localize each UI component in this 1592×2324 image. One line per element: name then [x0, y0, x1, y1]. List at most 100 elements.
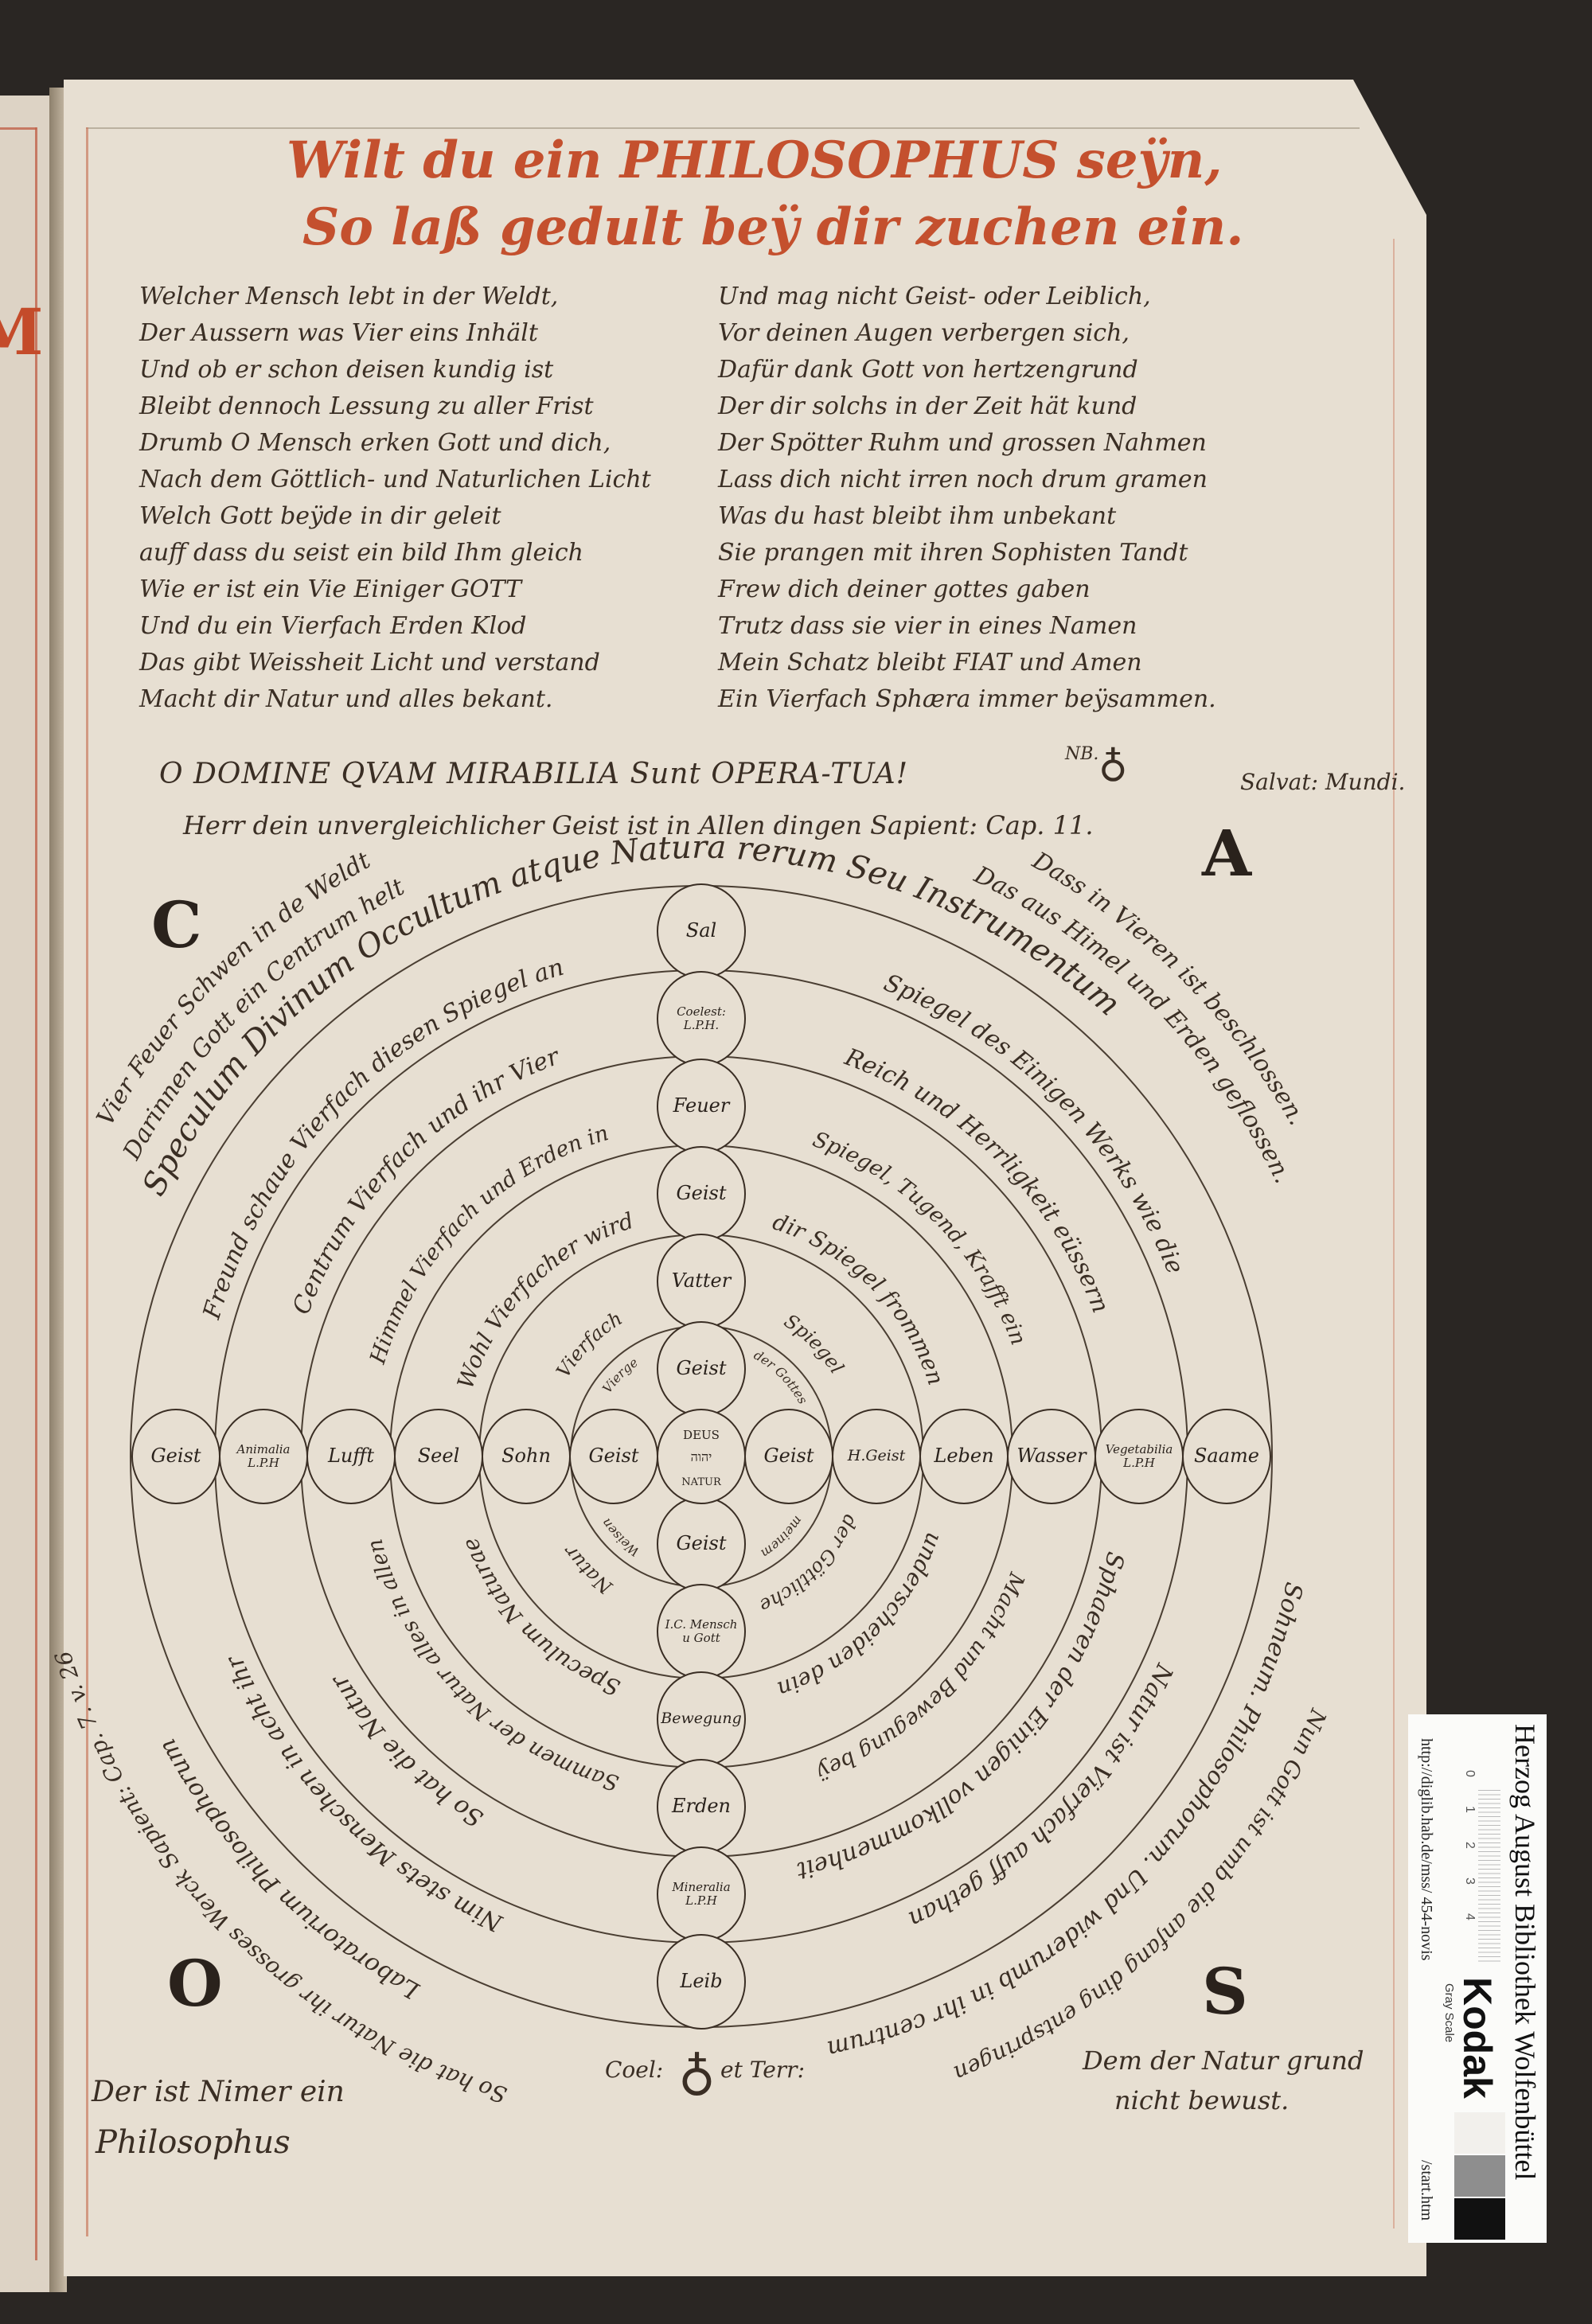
earth-symbol-icon: ♁	[678, 2042, 716, 2102]
node-label: Vatter	[671, 1269, 732, 1293]
ring-inscription-text: der Göttliche	[756, 1511, 862, 1617]
ring-inscription-text: Weisen	[598, 1515, 642, 1559]
footer-center-terr: et Terr:	[720, 2057, 805, 2083]
poem-line: Vor deinen Augen verbergen sich,	[718, 319, 1130, 347]
poem-line: Nach dem Göttlich- und Naturlichen Licht	[139, 466, 651, 493]
node-circle	[657, 1409, 746, 1504]
sphere-node: Seel	[394, 1409, 483, 1504]
ring-inscription-text: Spiegel des Einigen Werks wie die	[880, 969, 1188, 1277]
node-label: Leben	[934, 1445, 994, 1468]
motto-german: Herr dein unvergleichlicher Geist ist in…	[183, 810, 1094, 840]
poem-line: Bleibt dennoch Lessung zu aller Frist	[139, 392, 594, 420]
ring-inscription: Sphaeren der Einigen vollkommenheit	[793, 1549, 1129, 1885]
ring-inscription: Weisen	[598, 1515, 642, 1559]
footer-center-coel: Coel:	[605, 2057, 663, 2083]
sphere-node: Saame	[1182, 1409, 1271, 1504]
poem-line: Was du hast bleibt ihm unbekant	[718, 502, 1117, 530]
poem-line: Der Spötter Ruhm und grossen Nahmen	[718, 429, 1207, 457]
ring-inscription: der Gottes	[751, 1347, 811, 1407]
ring-inscription: dir Spiegel frommen	[770, 1208, 950, 1388]
margin-rule-top	[86, 127, 1360, 129]
node-label: Bewegung	[661, 1710, 742, 1728]
previous-page-edge: M	[0, 96, 51, 2292]
node-label: Saame	[1193, 1445, 1260, 1468]
alchemical-symbol-icon: ♁	[1098, 744, 1128, 790]
footer-left-line-1: Der ist Nimer ein	[91, 2076, 345, 2108]
node-label: Geist	[676, 1532, 727, 1555]
poem-line: Drumb O Mensch erken Gott und dich,	[139, 429, 611, 457]
margin-rule-left	[86, 127, 88, 2236]
gray-patch-mid	[1454, 2155, 1505, 2197]
node-label: Geist	[676, 1182, 727, 1205]
poem-line: Sie prangen mit ihren Sophisten Tandt	[718, 539, 1188, 567]
center-label-bottom: NATUR	[681, 1476, 722, 1488]
sphere-node: Sohn	[482, 1409, 571, 1504]
title-line-1: Wilt du ein PHILOSOPHUS seÿn,	[287, 131, 1223, 190]
center-label-middle: יהוה	[691, 1449, 712, 1464]
sphere-node: Vegetabilia L.P.H	[1094, 1409, 1184, 1504]
shelfmark-url: http://diglib.hab.de/mss/ 454-novis	[1418, 1738, 1435, 1961]
footer-right-line-2: nicht bewust.	[1114, 2085, 1289, 2115]
sphere-node: Feuer	[657, 1059, 746, 1154]
sphere-node: Bewegung	[657, 1671, 746, 1767]
sphere-node: Wasser	[1007, 1409, 1096, 1504]
page-title: Wilt du ein PHILOSOPHUS seÿn, So laß ged…	[287, 127, 1321, 261]
sphere-node: Sal	[657, 883, 746, 979]
scale-number: 0	[1463, 1770, 1477, 1777]
gray-patch-white	[1454, 2112, 1505, 2154]
kodak-logo: Kodak	[1455, 1977, 1500, 2099]
poem-line: Der dir solchs in der Zeit hät kund	[718, 392, 1137, 420]
sphere-node: Lufft	[306, 1409, 396, 1504]
node-label: Wasser	[1016, 1445, 1087, 1468]
node-label: H.Geist	[847, 1447, 906, 1465]
poem-line: Welcher Mensch lebt in der Weldt,	[139, 283, 559, 310]
ring-inscription-text: Spiegel	[780, 1310, 849, 1378]
poem-line: Der Aussern was Vier eins Inhält	[139, 319, 538, 347]
node-label: Leib	[680, 1970, 723, 1993]
ring-inscription: meinem	[758, 1513, 806, 1561]
salvator-mundi-note: Salvat: Mundi.	[1240, 769, 1406, 795]
node-label: Erden	[671, 1795, 731, 1818]
corner-letter-o: O	[167, 1946, 223, 2021]
node-label: Lufft	[327, 1445, 375, 1468]
sphere-node: Geist	[131, 1409, 220, 1504]
scale-number: 4	[1463, 1913, 1477, 1920]
margin-rule	[35, 127, 37, 2260]
ring-inscription: Natur	[558, 1541, 617, 1600]
poem-line: Mein Schatz bleibt FIAT und Amen	[718, 649, 1142, 677]
ring-inscription-text: der Gottes	[751, 1347, 811, 1407]
gray-scale-label: Gray Scale	[1442, 1983, 1456, 2043]
poem-line: Wie er ist ein Vie Einiger GOTT	[139, 575, 522, 603]
footer-left-line-2: Philosophus	[95, 2124, 291, 2161]
ring-inscription: der Göttliche	[756, 1511, 862, 1617]
sphere-node: Geist	[657, 1496, 746, 1592]
motto-latin: O DOMINE QVAM MIRABILIA Sunt OPERA-TUA!	[159, 758, 909, 790]
poem-line: Und ob er schon deisen kundig ist	[139, 356, 554, 384]
node-label: Mineralia L.P.H	[672, 1879, 731, 1908]
color-reference-strip: Herzog August Bibliothek Wolfenbüttel 01…	[1408, 1714, 1547, 2243]
node-label: I.C. Mensch u Gott	[665, 1616, 738, 1645]
poem-line: Ein Vierfach Sphæra immer beÿsammen.	[718, 685, 1216, 713]
scale-ruler	[1478, 1790, 1500, 1965]
sphere-node: Coelest: L.P.H.	[657, 971, 746, 1066]
ring-inscription-text: Vierge	[599, 1355, 641, 1396]
poem-right-column: Und mag nicht Geist- oder Leiblich,Vor d…	[718, 279, 1216, 718]
sphere-node: Geist	[569, 1409, 658, 1504]
node-label: Geist	[763, 1445, 814, 1468]
node-label: Vegetabilia L.P.H	[1105, 1441, 1173, 1470]
margin-rule	[0, 127, 37, 130]
sphere-node: Leben	[919, 1409, 1009, 1504]
sphere-node: Geist	[657, 1321, 746, 1417]
poem-line: Frew dich deiner gottes gaben	[718, 575, 1091, 603]
ring-inscription: Vierge	[599, 1355, 641, 1396]
ring-inscription-text: Speculum Naturae	[457, 1534, 624, 1702]
sphere-node: Geist	[657, 1146, 746, 1242]
node-label: Feuer	[673, 1094, 730, 1117]
center-label-top: DEUS	[683, 1428, 720, 1442]
gray-patch-black	[1454, 2198, 1505, 2240]
institution-name: Herzog August Bibliothek Wolfenbüttel	[1509, 1724, 1541, 2181]
margin-rule-right	[1393, 239, 1395, 2228]
poem-left-column: Welcher Mensch lebt in der Weldt, Der Aus…	[139, 279, 651, 718]
node-label: Geist	[150, 1445, 201, 1468]
node-label: Geist	[588, 1445, 639, 1468]
